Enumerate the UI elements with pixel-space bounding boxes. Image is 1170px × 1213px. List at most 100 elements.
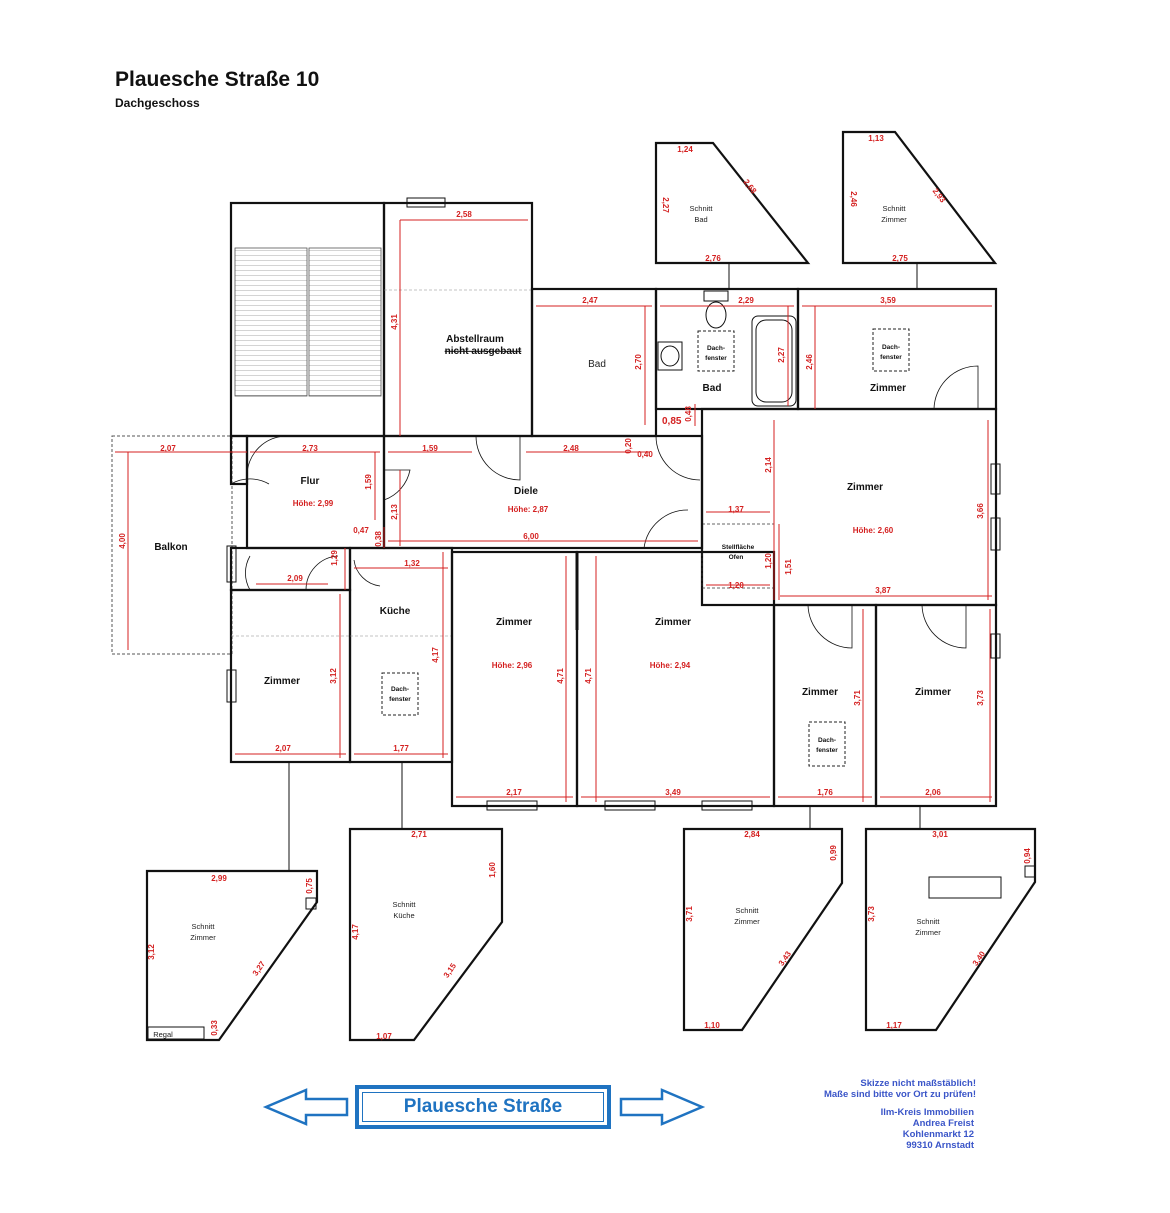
arrow-right-icon [619,1088,706,1126]
svg-text:Schnitt: Schnitt [883,204,907,213]
dimension-lines [115,219,992,802]
svg-text:0,48: 0,48 [684,406,693,422]
svg-text:0,20: 0,20 [624,438,633,454]
svg-text:2,29: 2,29 [738,296,754,305]
svg-text:2,14: 2,14 [764,457,773,473]
label-zimmer-se1: Zimmer [802,687,838,698]
svg-text:2,47: 2,47 [582,296,598,305]
svg-text:Zimmer: Zimmer [734,917,760,926]
svg-text:Dach-: Dach- [818,737,836,744]
svg-text:2,99: 2,99 [211,874,227,883]
svg-text:2,27: 2,27 [777,347,786,363]
street-name: Plauesche Straße [362,1092,604,1122]
agent-company: Ilm-Kreis Immobilien [880,1107,974,1118]
svg-text:4,17: 4,17 [431,647,440,663]
dimension-labels: 2,58 4,31 2,47 2,70 2,29 2,27 3,59 2,46 … [118,210,985,797]
svg-text:3,73: 3,73 [976,690,985,706]
svg-text:Schnitt: Schnitt [736,906,760,915]
svg-text:1,20: 1,20 [728,581,744,590]
svg-text:2,07: 2,07 [275,744,291,753]
svg-text:2,76: 2,76 [705,254,721,263]
svg-text:2,48: 2,48 [563,444,579,453]
svg-text:fenster: fenster [705,355,727,362]
svg-text:2,17: 2,17 [506,788,522,797]
svg-text:Schnitt: Schnitt [917,917,941,926]
svg-text:2,07: 2,07 [160,444,176,453]
svg-text:3,49: 3,49 [665,788,681,797]
svg-text:0,47: 0,47 [353,526,369,535]
svg-text:Schnitt: Schnitt [690,204,714,213]
arrow-left-icon [262,1088,349,1126]
svg-text:3,87: 3,87 [875,586,891,595]
label-ofen: Ofen [729,554,744,561]
svg-text:3,12: 3,12 [329,668,338,684]
toilet [703,290,729,302]
agent-street: Kohlenmarkt 12 [902,1129,974,1140]
label-zimmer-mitte2: Zimmer [655,617,691,628]
svg-text:1,32: 1,32 [404,559,420,568]
svg-text:3,71: 3,71 [853,690,862,706]
svg-text:Dach-: Dach- [707,345,725,352]
svg-text:2,93: 2,93 [931,187,948,205]
svg-text:3,01: 3,01 [932,830,948,839]
svg-text:1,77: 1,77 [393,744,409,753]
dachfenster-kueche: Dach- fenster [381,672,419,716]
svg-text:1,51: 1,51 [784,559,793,575]
room-zimmer-se2 [874,603,998,808]
section-zimmer-s2: 3,01 0,94 3,73 3,40 1,17 Schnitt Zimmer [864,827,1037,1032]
note-line-1: Skizze nicht maßstäblich! [860,1078,976,1089]
svg-text:3,66: 3,66 [976,503,985,519]
svg-text:0,85: 0,85 [662,416,682,427]
svg-text:6,00: 6,00 [523,532,539,541]
room-abstellraum [382,201,534,438]
svg-text:1,07: 1,07 [376,1032,392,1041]
label-kueche: Küche [380,606,411,617]
svg-text:0,99: 0,99 [829,845,838,861]
svg-text:Zimmer: Zimmer [915,928,941,937]
label-zimmer-west: Zimmer [264,676,300,687]
svg-text:Regal: Regal [153,1030,173,1039]
svg-text:1,20: 1,20 [764,553,773,569]
room-diele [382,434,704,550]
room-zimmer-east [700,407,998,607]
svg-text:fenster: fenster [880,354,902,361]
svg-text:Schnitt: Schnitt [192,922,216,931]
svg-text:3,15: 3,15 [442,961,459,979]
svg-text:1,29: 1,29 [330,550,339,566]
svg-text:1,76: 1,76 [817,788,833,797]
svg-text:3,71: 3,71 [685,906,694,922]
label-zimmer-mitte1: Zimmer [496,617,532,628]
svg-text:1,13: 1,13 [868,134,884,143]
svg-text:0,75: 0,75 [305,878,314,894]
section-zimmer-s1: 2,84 0,99 3,71 3,43 1,10 Schnitt Zimmer [682,827,844,1032]
svg-text:Zimmer: Zimmer [190,933,216,942]
svg-text:2,73: 2,73 [302,444,318,453]
svg-text:Bad: Bad [694,215,707,224]
svg-text:0,33: 0,33 [210,1020,219,1036]
svg-text:fenster: fenster [816,747,838,754]
svg-text:1,24: 1,24 [677,145,693,154]
svg-text:Dach-: Dach- [882,344,900,351]
agent-address: Ilm-Kreis Immobilien Andrea Freist Kohle… [820,1107,974,1151]
svg-text:3,73: 3,73 [867,906,876,922]
dachfenster-zimmer-se1: Dach- fenster [808,721,846,767]
svg-text:2,68: 2,68 [742,178,759,196]
room-zimmer-mitte2 [575,550,776,808]
label-bad-right: Bad [703,383,722,394]
agent-name: Andrea Freist [912,1118,974,1129]
svg-text:3,59: 3,59 [880,296,896,305]
svg-text:4,00: 4,00 [118,533,127,549]
section-kueche: 2,71 1,60 4,17 3,15 1,07 Schnitt Küche [348,827,504,1042]
dachfenster-bad: Dach- fenster [697,330,735,372]
svg-text:0,40: 0,40 [637,450,653,459]
svg-text:4,71: 4,71 [584,668,593,684]
page-title: Plauesche Straße 10 [115,68,320,91]
section-zimmer-top: 1,13 2,46 2,93 2,75 Schnitt Zimmer [841,130,998,265]
svg-text:2,58: 2,58 [456,210,472,219]
label-stellflaeche: Stellfläche [722,544,755,551]
height-zimmer-east: Höhe: 2,60 [853,526,894,535]
svg-text:Küche: Küche [393,911,414,920]
note-line-2: Maße sind bitte vor Ort zu prüfen! [823,1089,976,1100]
svg-text:1,60: 1,60 [488,862,497,878]
